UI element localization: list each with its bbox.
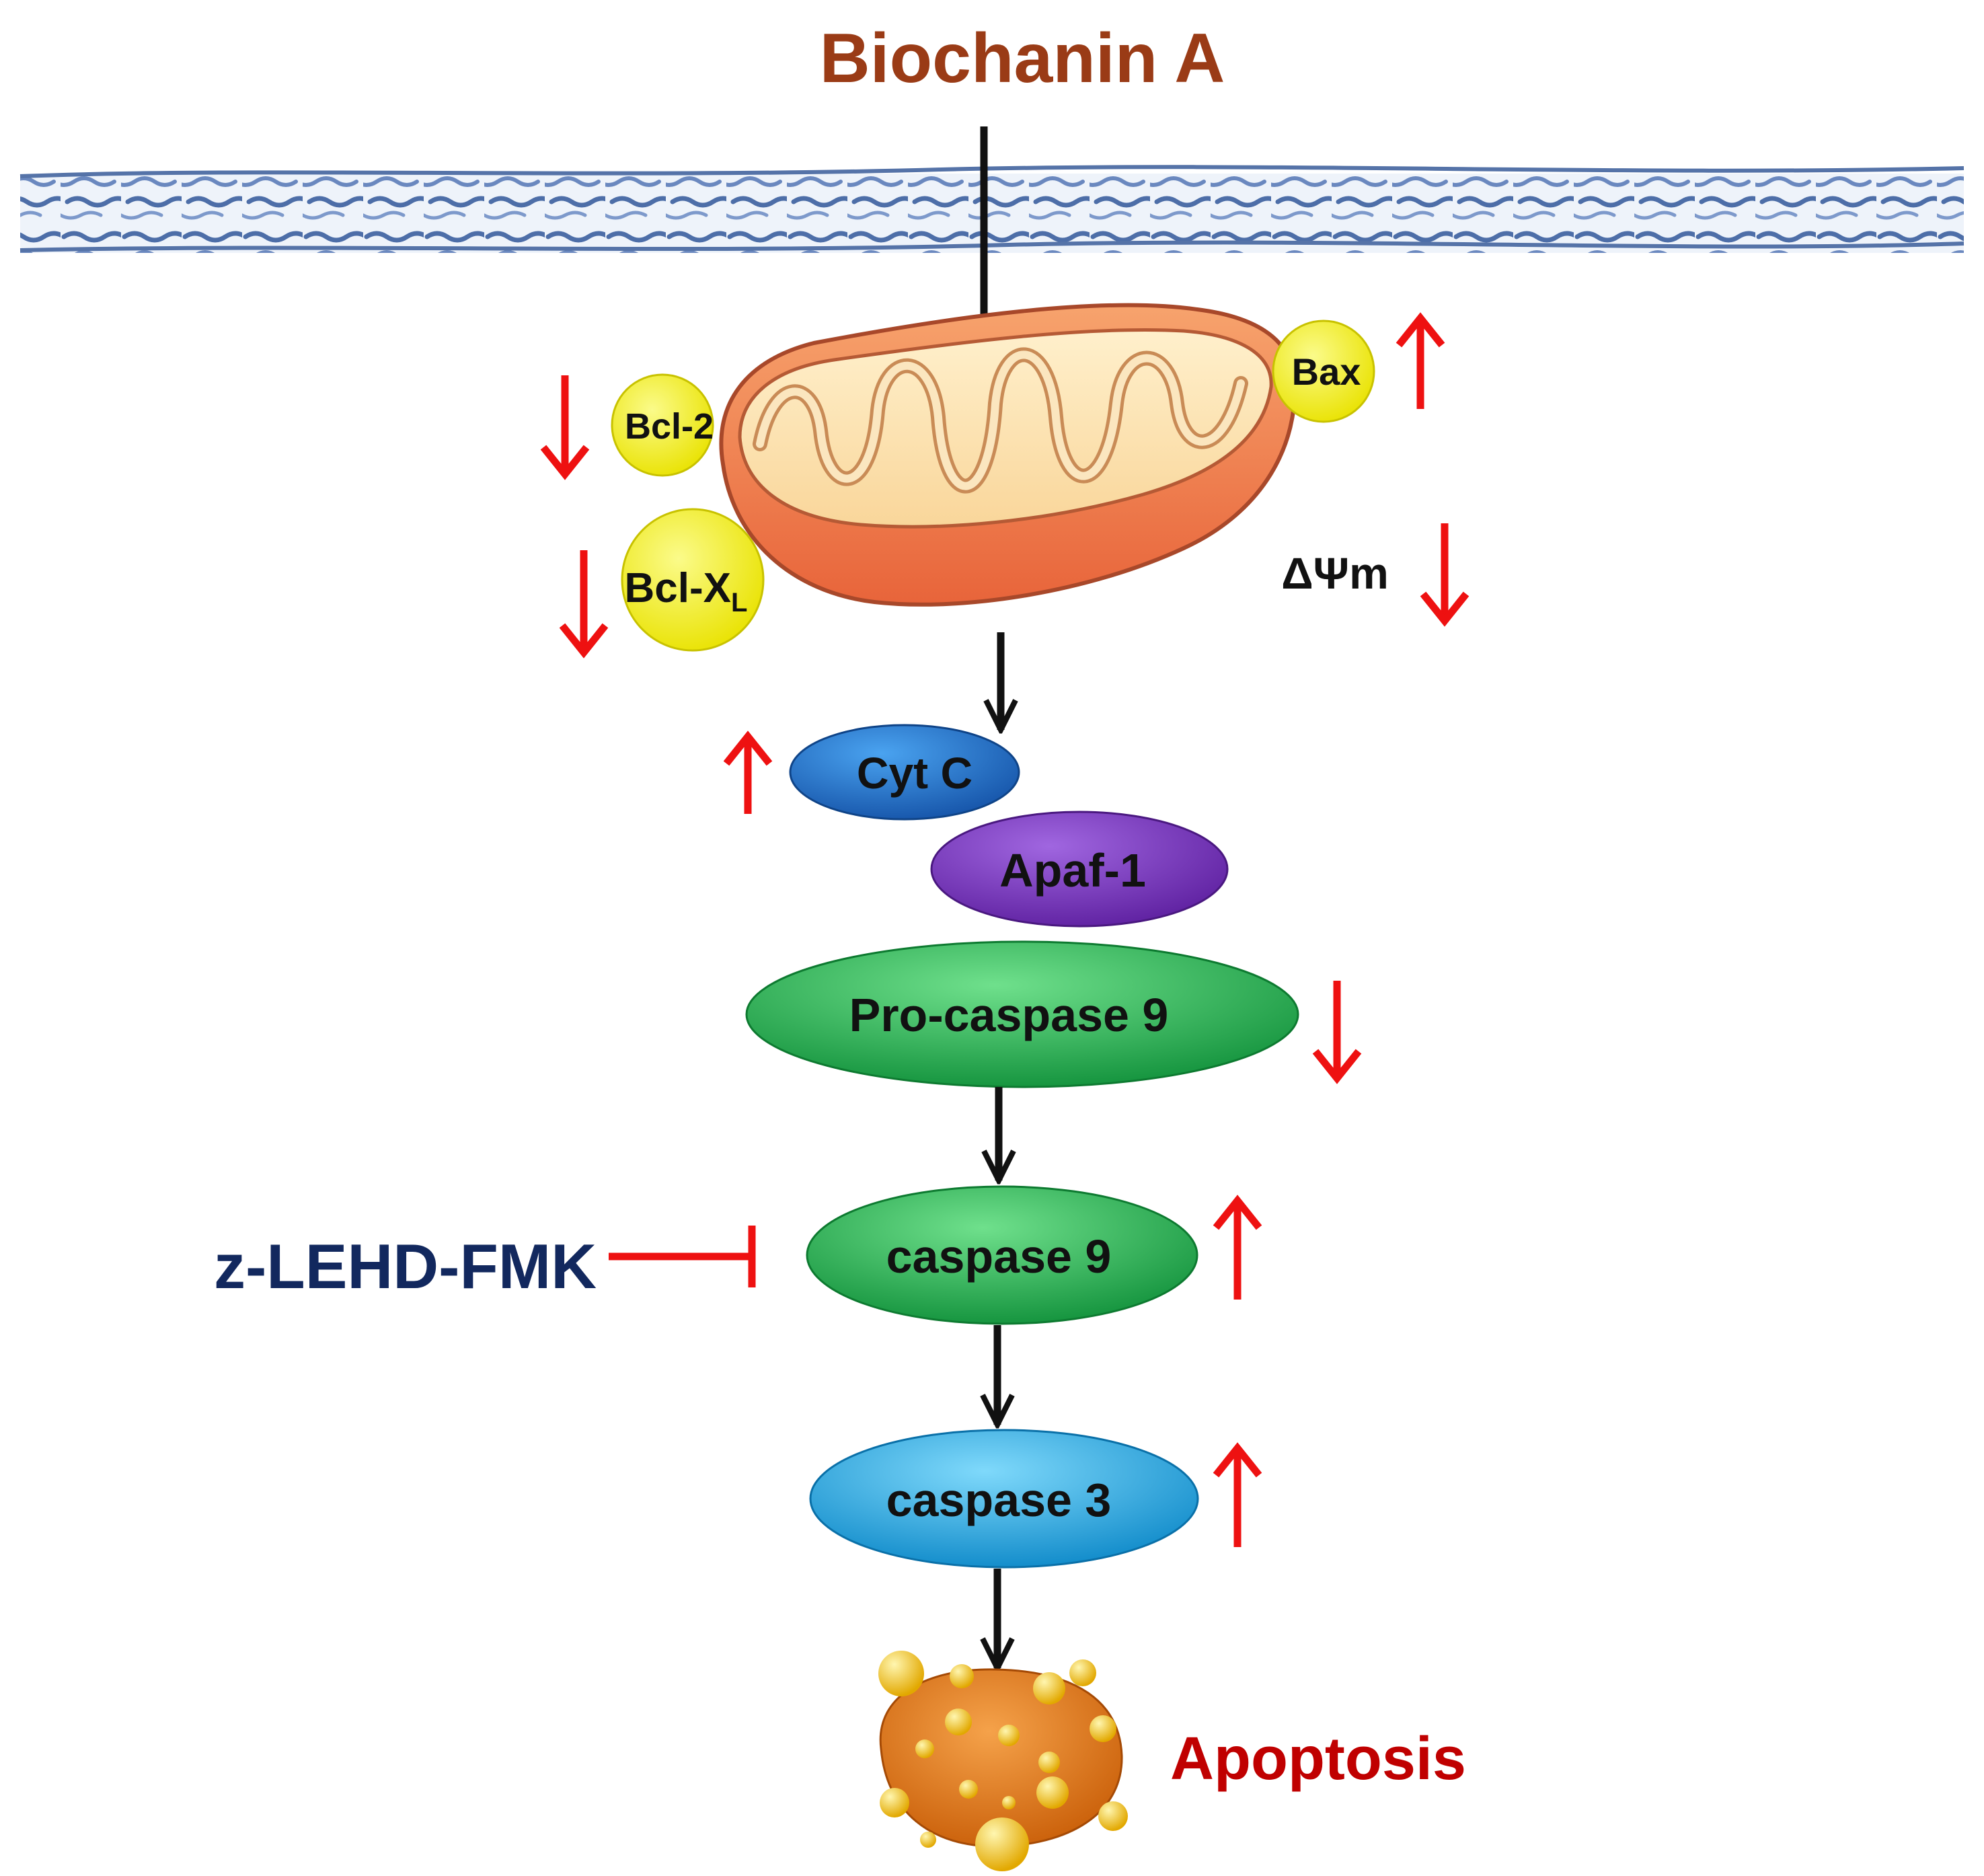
caspase-9-label: caspase 9	[886, 1230, 1112, 1283]
bax-label: Bax	[1292, 350, 1361, 393]
bcl-xl-node: Bcl-XL	[621, 508, 765, 652]
pro-caspase-9-node: Pro-caspase 9	[745, 940, 1299, 1088]
delta-psi-down-arrow	[1420, 523, 1470, 627]
bcl-2-down-arrow	[540, 375, 590, 480]
caspase-9-node: caspase 9	[806, 1185, 1198, 1325]
bcl-xl-down-arrow	[559, 550, 609, 659]
apoptosis-label: Apoptosis	[1170, 1725, 1466, 1793]
caspase-9-up-arrow	[1213, 1195, 1262, 1300]
bcl-xl-main-text: Bcl-X	[625, 565, 731, 611]
mitochondrial-membrane-potential-label: ΔΨm	[1281, 548, 1389, 598]
bax-node: Bax	[1272, 320, 1375, 423]
cyt-c-label: Cyt C	[857, 748, 972, 798]
cyt-c-node: Cyt C	[789, 724, 1020, 821]
mitochondrion	[719, 303, 1297, 607]
bax-up-arrow	[1396, 312, 1445, 409]
apaf-1-node: Apaf-1	[930, 811, 1229, 928]
apoptotic-cell-icon	[878, 1651, 1128, 1871]
bcl-xl-label: Bcl-XL	[625, 565, 748, 617]
bcl-2-label: Bcl-2	[625, 406, 714, 447]
z-lehd-fmk-label: z-LEHD-FMK	[214, 1231, 597, 1302]
cyt-c-up-arrow	[723, 730, 773, 814]
caspase-3-node: caspase 3	[809, 1429, 1199, 1569]
pro-caspase-9-label: Pro-caspase 9	[849, 989, 1169, 1041]
caspase-3-label: caspase 3	[886, 1474, 1112, 1526]
inhibition-bar-arrow	[609, 1226, 756, 1287]
biochanin-a-label: Biochanin A	[820, 20, 1225, 98]
bcl-xl-subscript: L	[731, 588, 747, 617]
cell-membrane	[20, 165, 1964, 253]
apaf-1-label: Apaf-1	[999, 844, 1146, 897]
caspase-3-up-arrow	[1213, 1442, 1262, 1547]
pro-caspase-9-down-arrow	[1312, 981, 1362, 1084]
bcl-2-node: Bcl-2	[611, 373, 714, 477]
